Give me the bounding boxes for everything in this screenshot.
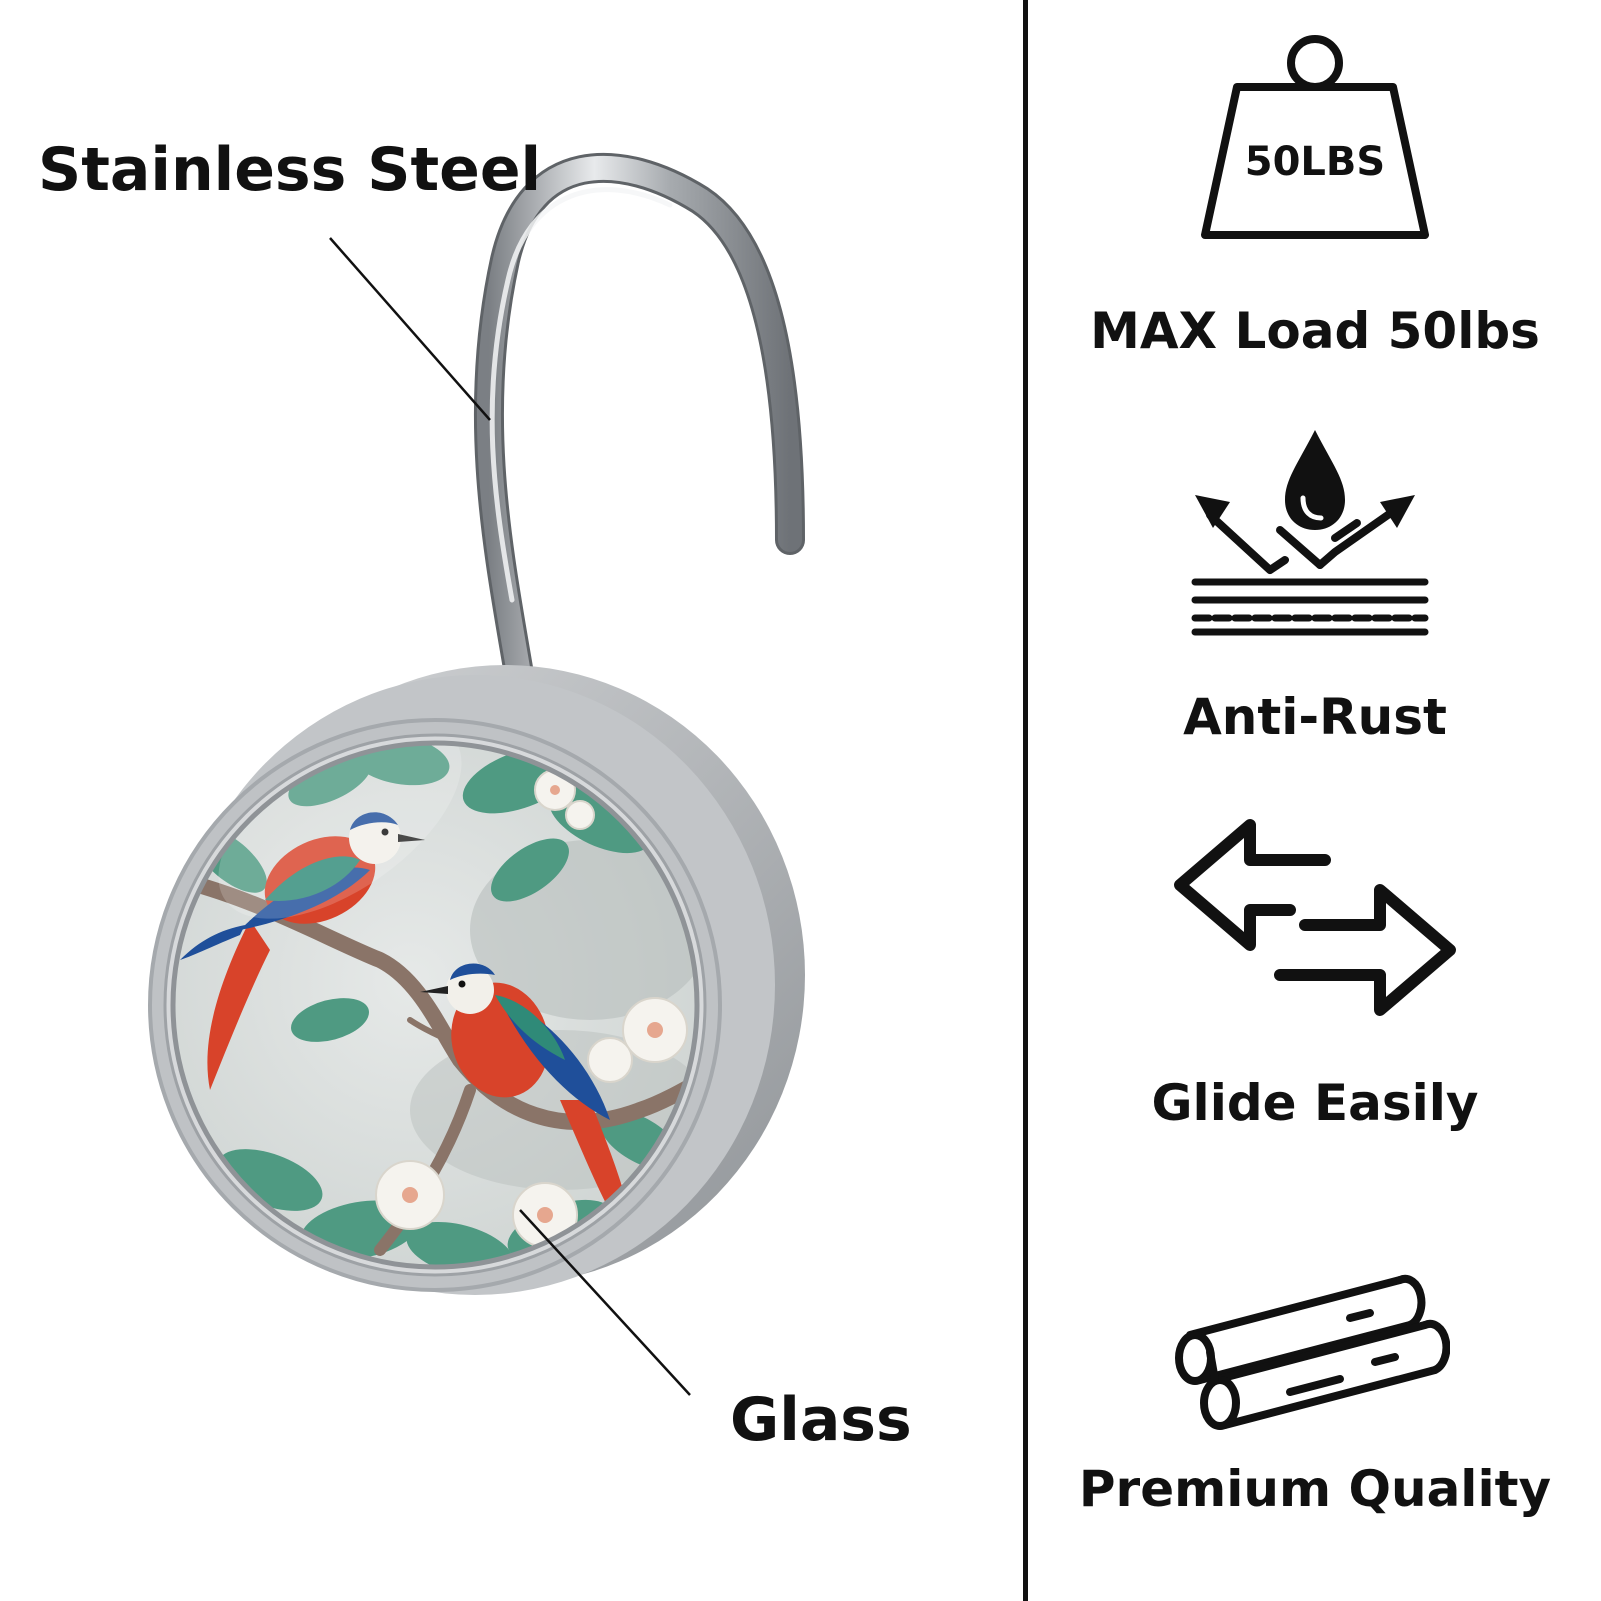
bird-upper xyxy=(180,812,425,1090)
glass-callout-line xyxy=(519,1209,691,1396)
glass-label: Glass xyxy=(730,1385,912,1455)
stainless-steel-label: Stainless Steel xyxy=(38,135,542,205)
weight-icon-text: 50LBS xyxy=(1245,139,1385,185)
steel-rods-icon xyxy=(1175,1274,1450,1430)
stainless-steel-callout-line xyxy=(329,237,491,421)
glass-face xyxy=(173,743,697,1267)
feature-label-anti-rust: Anti-Rust xyxy=(1183,688,1447,746)
section-divider xyxy=(1023,0,1028,1601)
feature-label-max-load: MAX Load 50lbs xyxy=(1090,302,1540,360)
water-repel-icon xyxy=(1191,430,1429,636)
double-arrow-icon xyxy=(1174,819,1456,1016)
feature-label-premium-quality: Premium Quality xyxy=(1078,1460,1552,1518)
weight-icon: 50LBS xyxy=(1201,35,1429,239)
steel-hook xyxy=(473,152,805,695)
shower-hook-illustration xyxy=(148,152,805,1396)
feature-label-glide-easily: Glide Easily xyxy=(1151,1074,1479,1132)
